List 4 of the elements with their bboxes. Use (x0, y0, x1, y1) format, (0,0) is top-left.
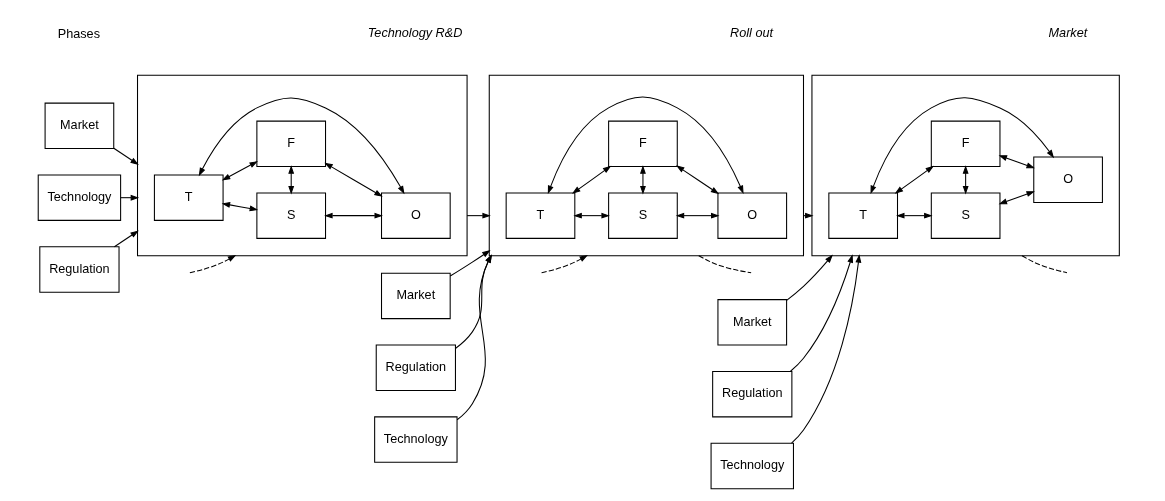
label: Phases (57, 27, 100, 42)
label: Market (1048, 26, 1087, 41)
label: Roll out (729, 26, 773, 41)
label: Technology R&D (367, 26, 462, 41)
